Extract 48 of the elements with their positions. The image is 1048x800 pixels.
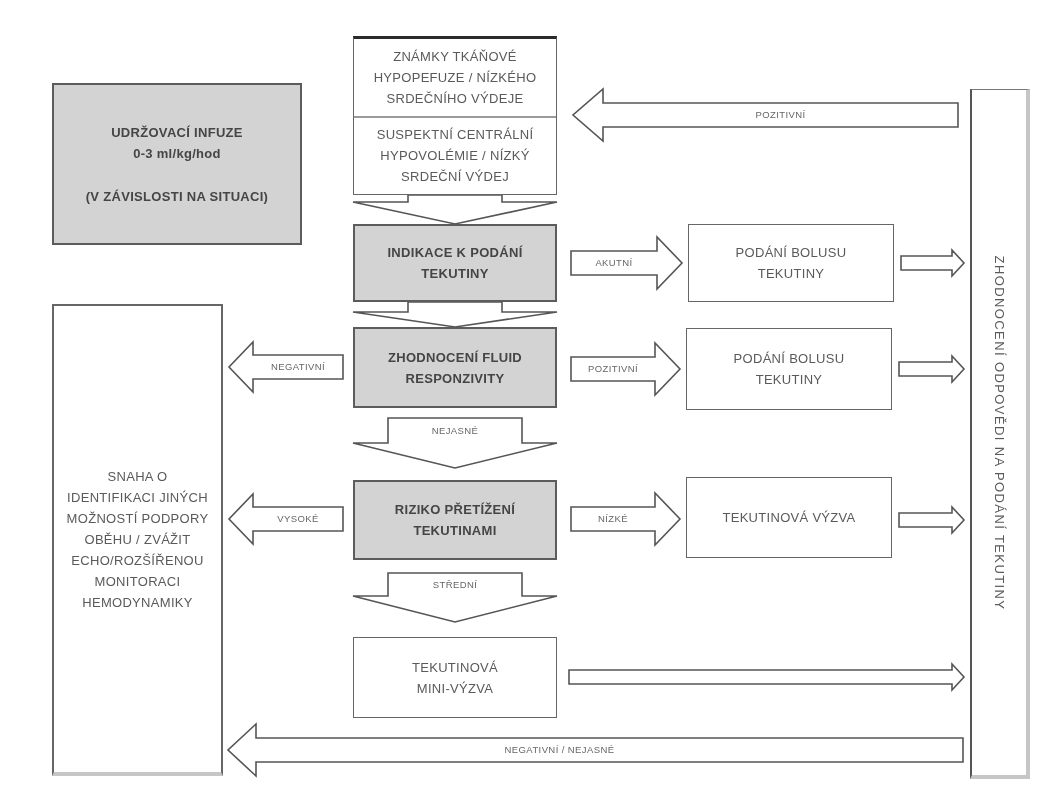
- process-box: [353, 36, 557, 195]
- shaded-process-box: [353, 327, 557, 408]
- block-arrow: [570, 341, 682, 397]
- block-arrow: [568, 661, 966, 693]
- process-box: [686, 328, 892, 410]
- box-text: TEKUTINOVÁ MINI-VÝZVA: [410, 658, 500, 698]
- tall-panel: [970, 89, 1030, 779]
- box-text: UDRŽOVACÍ INFUZE 0-3 ml/kg/hod: [110, 123, 244, 163]
- block-arrow: [227, 340, 344, 394]
- arrow-label: POZITIVNÍ: [755, 109, 806, 121]
- arrow-label: NEGATIVNÍ / NEJASNÉ: [504, 744, 615, 756]
- block-arrow: [352, 572, 558, 623]
- block-arrow: [352, 417, 558, 469]
- box-text: (V ZÁVISLOSTI NA SITUACI): [85, 187, 269, 206]
- block-arrow: [352, 194, 558, 225]
- arrow-label: POZITIVNÍ: [587, 363, 639, 375]
- arrow-label: AKUTNÍ: [595, 257, 633, 269]
- block-arrow: [570, 235, 684, 291]
- tall-panel: [52, 304, 223, 776]
- vertical-text: ZHODNOCENÍ ODPOVĚDI NA PODÁNÍ TEKUTINY: [991, 255, 1007, 610]
- shaded-process-box: [353, 480, 557, 560]
- block-arrow: [570, 491, 682, 547]
- block-arrow: [227, 492, 344, 546]
- block-arrow: [571, 87, 959, 143]
- box-text: ZHODNOCENÍ FLUID RESPONZIVITY: [386, 348, 524, 388]
- block-arrow: [226, 722, 964, 778]
- arrow-label: VYSOKÉ: [277, 513, 319, 525]
- box-text: SNAHA O IDENTIFIKACI JINÝCH MOŽNOSTÍ PODPORY OBĚHU / ZVÁŽIT ECHO/ROZŠÍŘENOU MONITORACI HEMODYNAMIKY: [65, 467, 210, 612]
- box-text: PODÁNÍ BOLUSU TEKUTINY: [734, 244, 848, 283]
- block-arrow: [900, 247, 966, 279]
- block-arrow: [898, 353, 966, 385]
- box-text: PODÁNÍ BOLUSU TEKUTINY: [732, 350, 846, 389]
- process-box: [353, 637, 557, 718]
- arrow-label: NEGATIVNÍ: [270, 361, 326, 373]
- box-text: SUSPEKTNÍ CENTRÁLNÍ HYPOVOLÉMIE / NÍZKÝ SRDEČNÍ VÝDEJ: [375, 126, 535, 187]
- block-arrow: [352, 301, 558, 328]
- box-text: INDIKACE K PODÁNÍ TEKUTINY: [386, 244, 524, 283]
- box-text: ZNÁMKY TKÁŇOVÉ HYPOPEFUZE / NÍZKÉHO SRDEČNÍHO VÝDEJE: [372, 47, 538, 108]
- shaded-process-box: [52, 83, 302, 245]
- shaded-process-box: [353, 224, 557, 302]
- box-text: TEKUTINOVÁ VÝZVA: [722, 509, 856, 527]
- box-text: RIZIKO PŘETÍŽENÍ TEKUTINAMI: [393, 501, 517, 540]
- arrow-label: NEJASNÉ: [431, 425, 479, 436]
- block-arrow: [898, 504, 966, 536]
- arrow-label: STŘEDNÍ: [432, 579, 478, 590]
- arrow-label: NÍZKÉ: [598, 513, 628, 525]
- process-box: [686, 477, 892, 558]
- process-box: [688, 224, 894, 302]
